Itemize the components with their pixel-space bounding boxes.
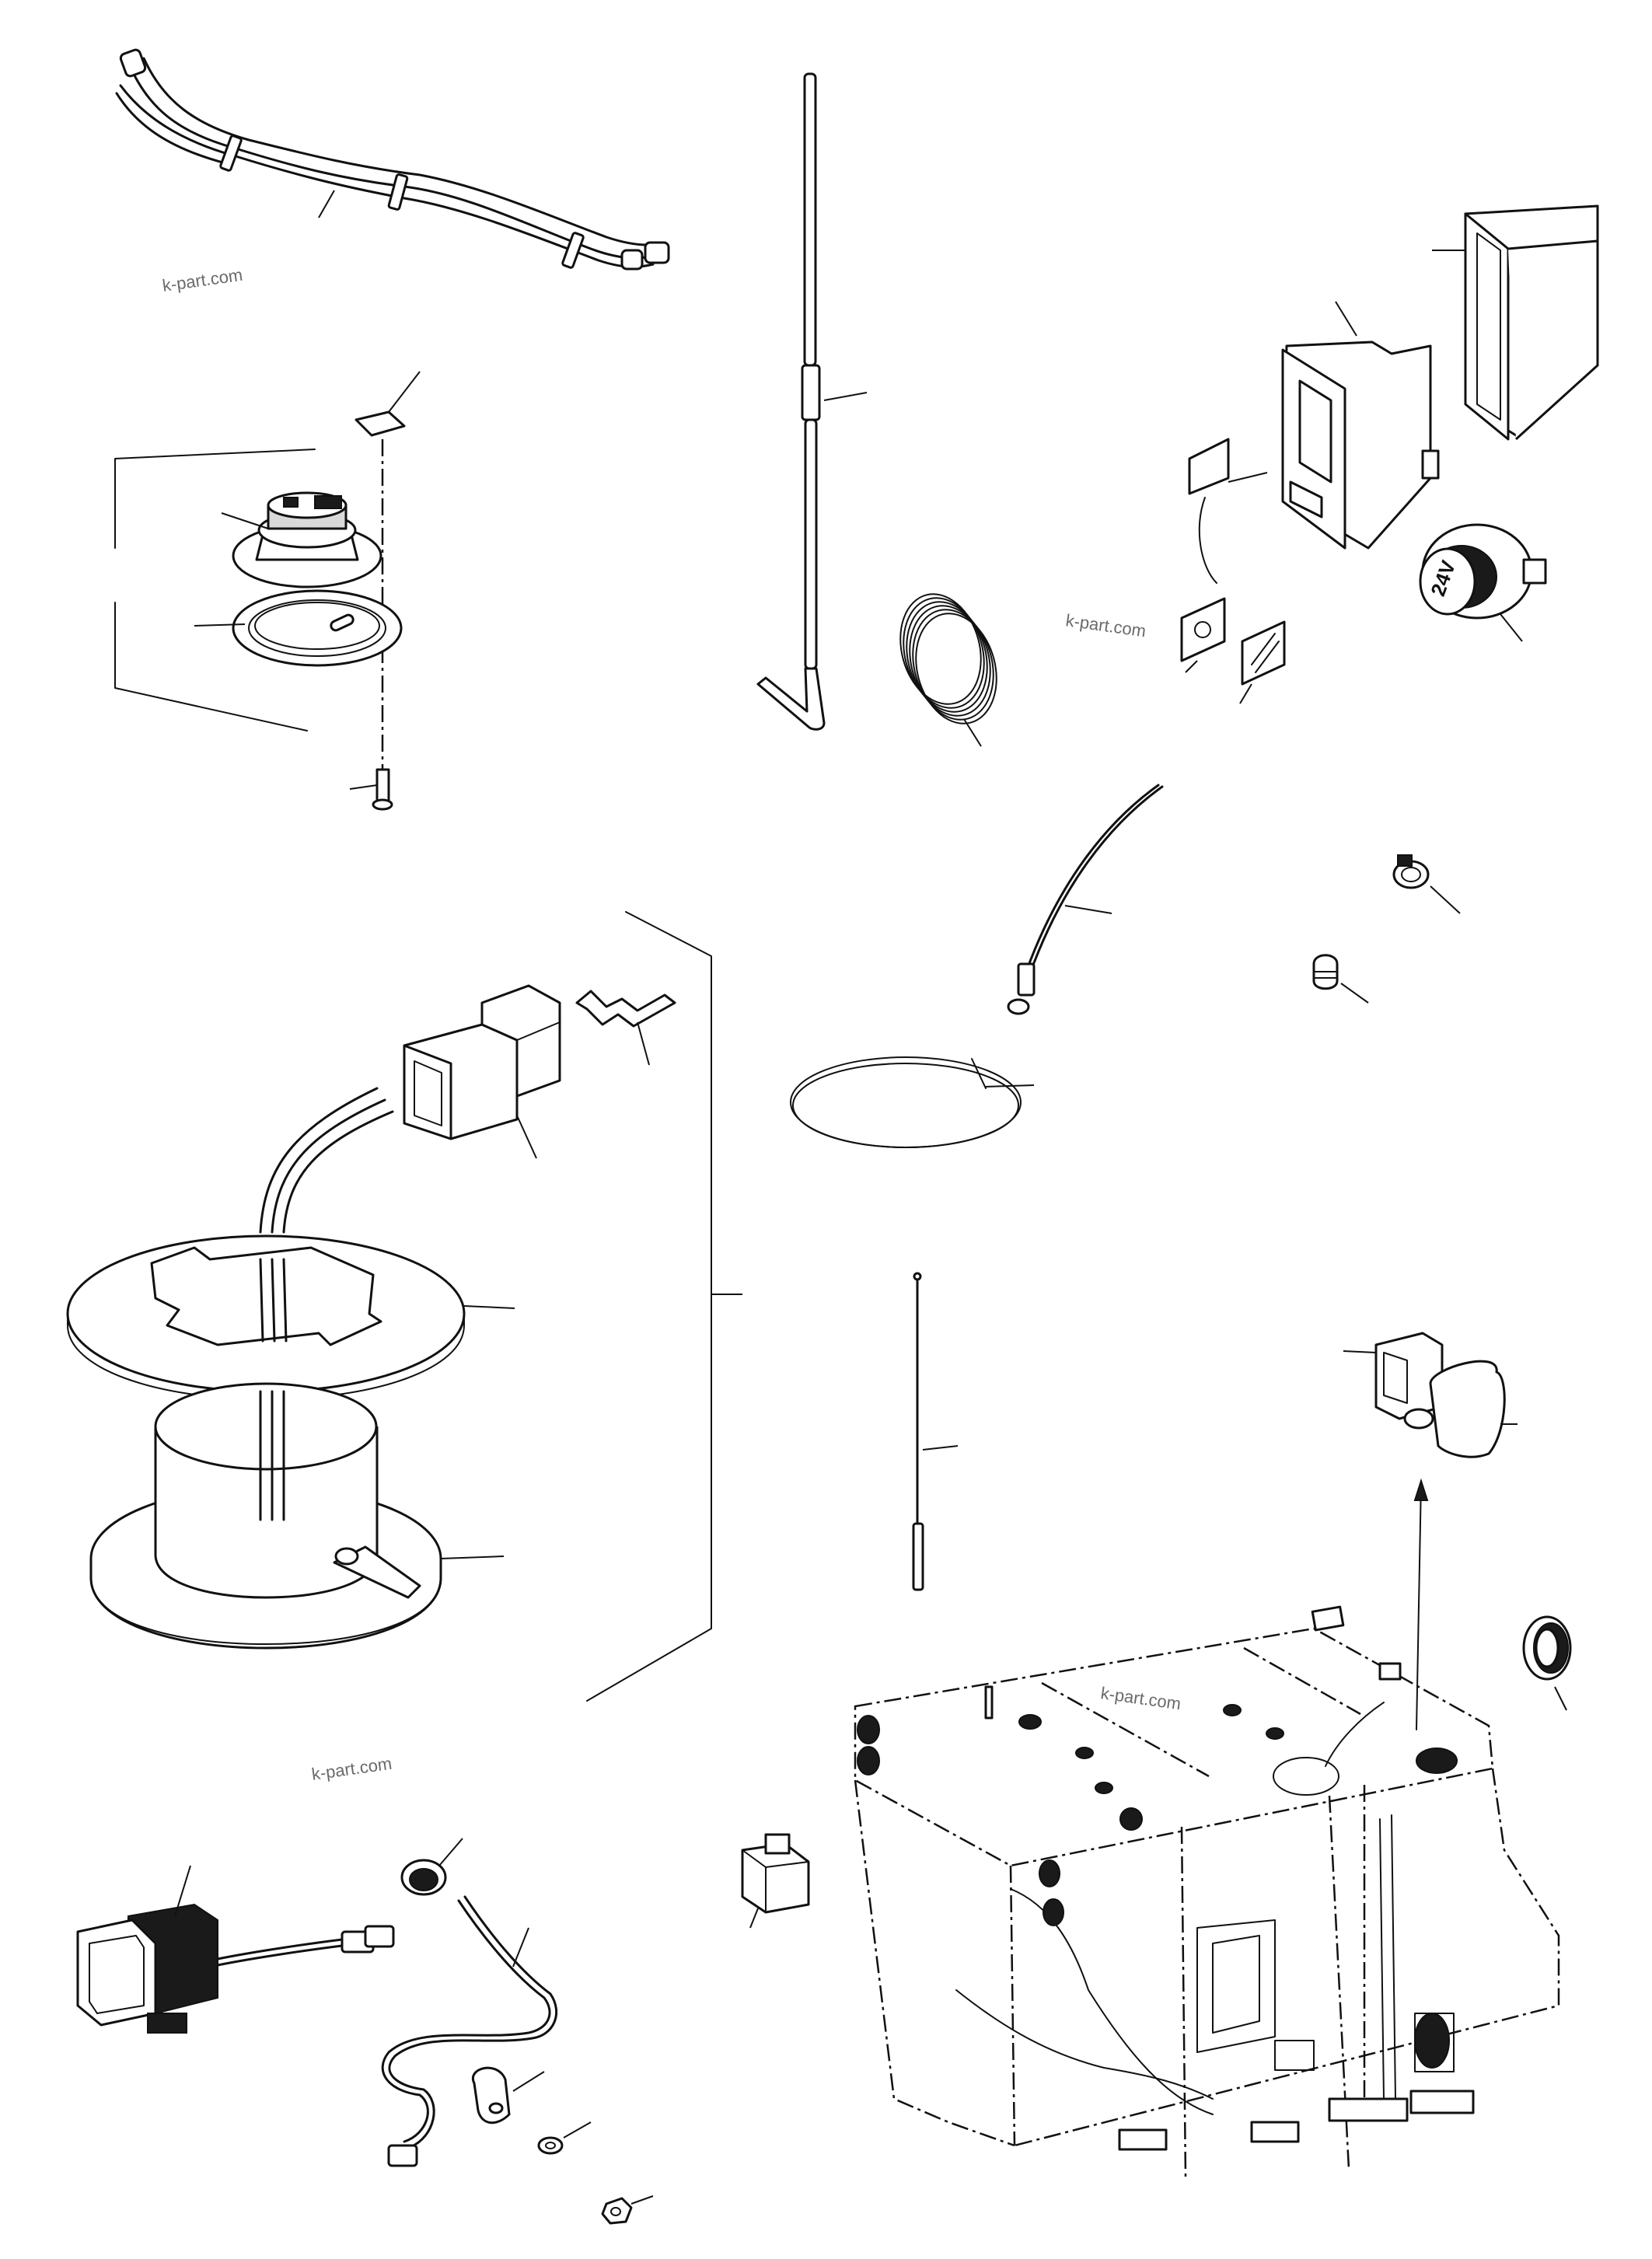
watermark: k-part.com: [1064, 610, 1147, 641]
relay: [741, 1833, 810, 1929]
sensor-harness: [381, 1838, 654, 2225]
work-lamp: [76, 1865, 395, 2034]
whip-antenna: [912, 1272, 959, 1591]
hose-clamp: [1392, 854, 1461, 914]
watermark: k-part.com: [310, 1754, 393, 1784]
beacon-assembly: [66, 984, 676, 1650]
cab-frame: [854, 1605, 1560, 2177]
hose-assembly: [115, 48, 670, 271]
loop-wire: [790, 1056, 1035, 1148]
watermark: k-part.com: [161, 265, 243, 295]
grommet: [1522, 1615, 1572, 1711]
antenna-rod: [756, 72, 868, 731]
coiled-wire: [899, 593, 997, 747]
watermark: k-part.com: [1099, 1683, 1182, 1713]
speaker-group: [114, 371, 421, 811]
work-light: [1343, 1332, 1518, 1730]
wire-clip: [1312, 954, 1369, 1004]
antenna-cable: [1007, 784, 1164, 1015]
beacon-bracket: [586, 911, 742, 1702]
rocker-switch-group: 24V: [1180, 204, 1599, 704]
